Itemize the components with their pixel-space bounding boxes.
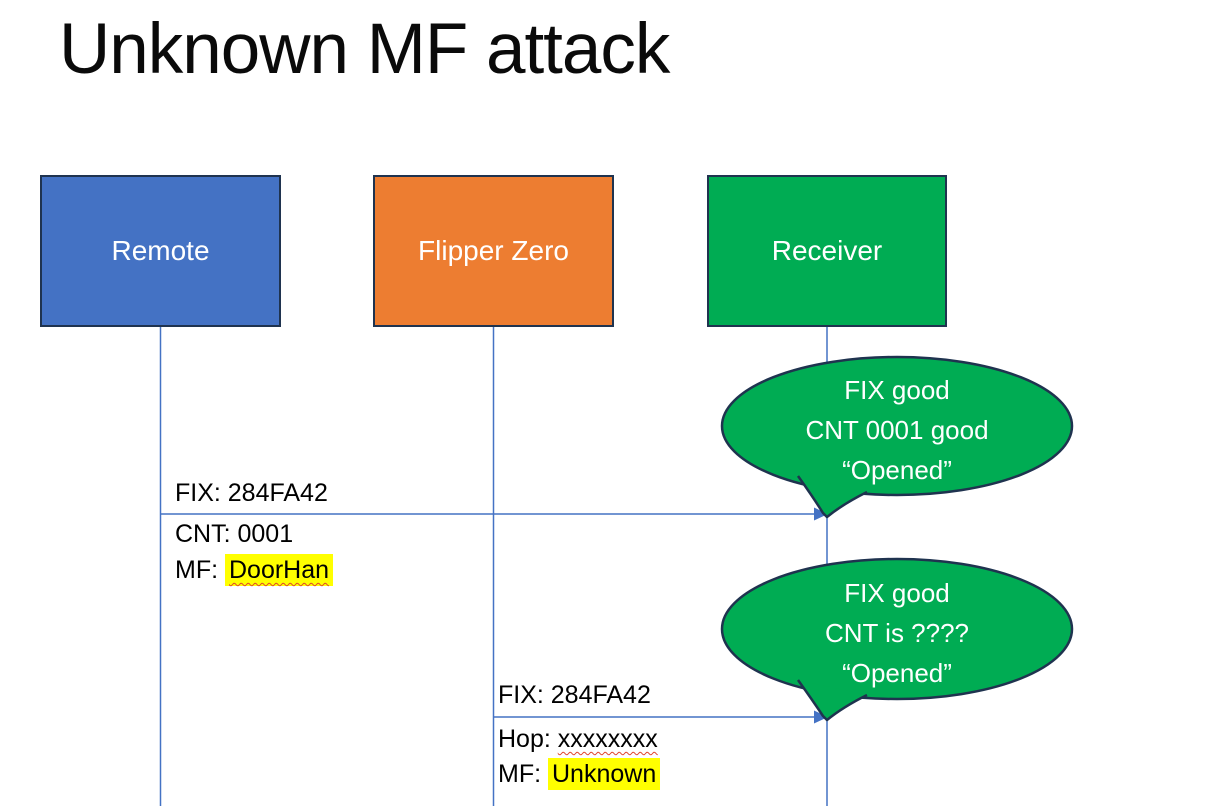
arrowhead-flipper-to-receiver-icon bbox=[814, 710, 828, 724]
actor-box-receiver: Receiver bbox=[707, 175, 947, 327]
message2-mf-value-highlighted: Unknown bbox=[548, 758, 661, 790]
actor-label-receiver: Receiver bbox=[771, 235, 883, 266]
actor-label-remote: Remote bbox=[111, 235, 210, 266]
message1-mf-line: MF: DoorHan bbox=[175, 554, 334, 586]
slide-title: Unknown MF attack bbox=[59, 10, 670, 89]
callout-2-text: FIX good CNT is ???? “Opened” bbox=[722, 573, 1072, 693]
callout-1-line2: CNT 0001 good bbox=[805, 415, 989, 445]
message2-hop-line: Hop: xxxxxxxx bbox=[498, 725, 658, 754]
actor-label-flipper-zero: Flipper Zero bbox=[418, 235, 569, 266]
message2-hop-value-misspelled: xxxxxxxx bbox=[557, 725, 658, 753]
message2-mf-line: MF: Unknown bbox=[498, 758, 661, 790]
callout-2-line2: CNT is ???? bbox=[824, 618, 970, 648]
callout-1-line3: “Opened” bbox=[842, 455, 952, 485]
callout-2-line3: “Opened” bbox=[842, 658, 952, 688]
message2-hop-label: Hop: bbox=[498, 725, 551, 753]
callout-1-text: FIX good CNT 0001 good “Opened” bbox=[722, 370, 1072, 490]
message2-fix-line: FIX: 284FA42 bbox=[498, 681, 651, 709]
message1-fix-line: FIX: 284FA42 bbox=[175, 479, 328, 507]
callout-1-line1: FIX good bbox=[844, 375, 950, 405]
arrowhead-remote-to-receiver-icon bbox=[814, 507, 828, 521]
message1-mf-label: MF: bbox=[175, 556, 219, 584]
message1-mf-value-highlighted: DoorHan bbox=[225, 554, 334, 586]
message1-cnt-line: CNT: 0001 bbox=[175, 520, 294, 548]
message2-mf-label: MF: bbox=[498, 760, 542, 788]
actor-box-flipper-zero: Flipper Zero bbox=[373, 175, 614, 327]
actor-box-remote: Remote bbox=[40, 175, 281, 327]
callout-2-line1: FIX good bbox=[844, 578, 950, 608]
